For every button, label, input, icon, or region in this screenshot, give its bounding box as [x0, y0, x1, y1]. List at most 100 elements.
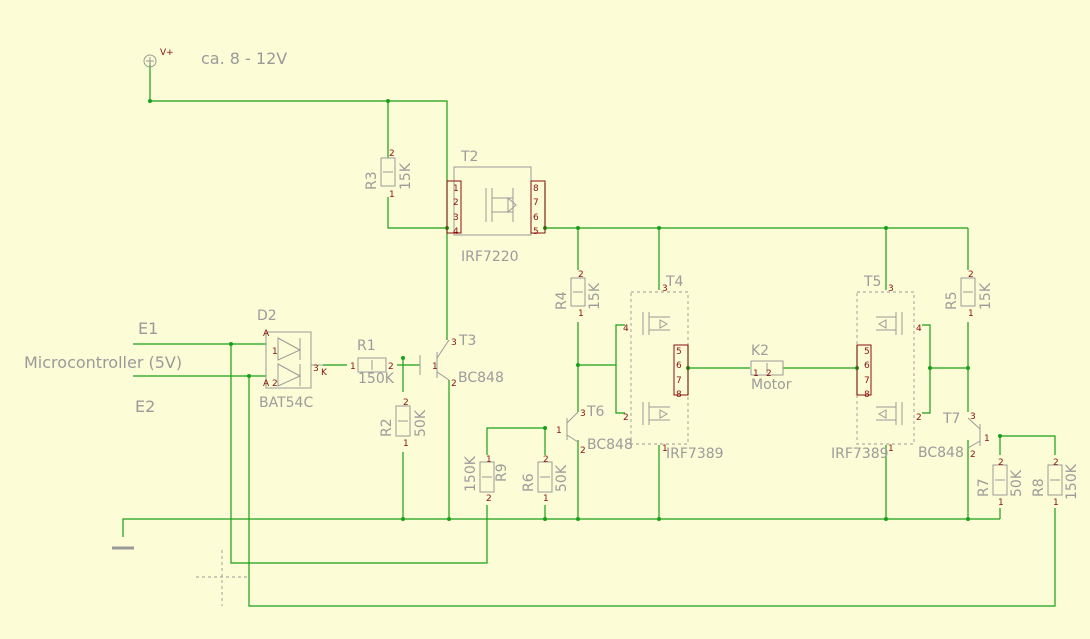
resistor-r4: 2 1 R4 15K — [554, 270, 603, 319]
t6-value: BC848 — [587, 437, 633, 453]
r7-pin-1: 1 — [998, 498, 1004, 508]
resistor-r7: 2 1 R7 50K — [976, 458, 1025, 508]
t2-pin-7: 7 — [533, 198, 539, 208]
t4-value: IRF7389 — [666, 446, 724, 462]
d2-value: BAT54C — [259, 395, 313, 411]
t2-pin-3: 3 — [453, 213, 459, 223]
transistor-t7: T7 3 1 2 BC848 — [918, 411, 990, 461]
r5-pin-2: 2 — [968, 270, 974, 280]
supply-voltage-text: ca. 8 - 12V — [201, 49, 287, 68]
d2-pin-2: 2 — [272, 379, 278, 389]
r2-value: 50K — [413, 409, 429, 437]
input-e2-label: E2 — [135, 397, 155, 416]
t3-value: BC848 — [458, 370, 504, 386]
r3-ref: R3 — [364, 171, 380, 190]
t7-pin-1: 1 — [984, 434, 990, 444]
r6-value: 50K — [554, 464, 570, 492]
r1-ref: R1 — [357, 338, 376, 354]
t5-pin-4: 4 — [916, 324, 922, 334]
r9-pin-2: 2 — [486, 494, 492, 504]
t5-pin-5: 5 — [864, 347, 870, 357]
r4-pin-1: 1 — [578, 309, 584, 319]
t4-pin-5: 5 — [676, 347, 682, 357]
r9-value: 150K — [463, 455, 479, 492]
k2-ref: K2 — [751, 343, 769, 359]
t4-pin-3: 3 — [662, 284, 668, 294]
t2-pin-5: 5 — [533, 227, 539, 237]
r1-value: 150K — [358, 371, 395, 387]
mosfet-t2: T2 1 2 3 4 8 7 6 5 IRF7220 — [446, 149, 546, 265]
t2-pin-8: 8 — [533, 184, 539, 194]
t5-pin-8: 8 — [864, 390, 870, 400]
t5-pin-3: 3 — [888, 284, 894, 294]
d2-pin-k: K — [321, 368, 328, 378]
t2-pin-6: 6 — [533, 213, 539, 223]
t5-ref: T5 — [863, 274, 881, 290]
t6-pin-2: 2 — [580, 446, 586, 456]
r5-ref: R5 — [944, 291, 960, 310]
r6-pin-1: 1 — [543, 494, 549, 504]
d2-pin-3: 3 — [313, 364, 319, 374]
t4-pin-2: 2 — [623, 413, 629, 423]
t7-value: BC848 — [918, 445, 964, 461]
mosfet-t4: T4 3 4 2 5 6 7 8 1 IRF7389 — [623, 274, 724, 462]
microcontroller-label: Microcontroller (5V) — [24, 353, 182, 372]
t2-pin-2: 2 — [453, 198, 459, 208]
r7-value: 50K — [1009, 469, 1025, 497]
mosfet-t5: T5 3 4 2 5 6 7 8 1 IRF7389 — [831, 274, 922, 462]
resistor-r9: 1 2 150K R9 — [463, 455, 510, 504]
supply-symbol: V+ — [143, 48, 174, 68]
resistor-r3: 2 1 R3 15K — [364, 149, 414, 200]
t2-pin-4: 4 — [453, 227, 459, 237]
r3-pin-1: 1 — [389, 190, 395, 200]
r8-value: 150K — [1064, 463, 1080, 500]
d2-pin-a2: A — [263, 379, 270, 389]
r3-pin-2: 2 — [389, 149, 395, 159]
input-e1-label: E1 — [138, 319, 158, 338]
t3-pin-2: 2 — [451, 379, 457, 389]
r1-pin-2: 2 — [388, 362, 394, 372]
t4-ref: T4 — [665, 274, 684, 290]
t7-pin-2: 2 — [970, 450, 976, 460]
r5-value: 15K — [978, 282, 994, 310]
junction-dots — [148, 99, 1002, 521]
t4-pin-7: 7 — [676, 376, 682, 386]
t2-ref: T2 — [460, 149, 478, 165]
t7-ref: T7 — [942, 411, 960, 427]
k2-value: Motor — [751, 377, 792, 393]
t3-pin-1: 1 — [432, 362, 438, 372]
r2-pin-1: 1 — [403, 439, 409, 449]
t5-pin-1: 1 — [888, 444, 894, 454]
r8-pin-1: 1 — [1053, 498, 1059, 508]
resistor-r1: R1 1 2 150K — [350, 338, 395, 387]
k2-pin-1: 1 — [753, 369, 759, 379]
t3-pin-3: 3 — [451, 338, 457, 348]
t7-pin-3: 3 — [970, 412, 976, 422]
diode-d2: D2 A A K 1 2 3 BAT54C — [257, 308, 328, 411]
t6-ref: T6 — [586, 404, 605, 420]
supply-symbol-label: V+ — [160, 48, 174, 58]
r6-ref: R6 — [521, 473, 537, 492]
transistor-t6: T6 3 1 2 BC848 — [556, 404, 633, 456]
resistor-r6: 2 1 R6 50K — [521, 455, 570, 504]
transistor-t3: T3 3 1 2 BC848 — [419, 333, 504, 389]
t4-pin-1: 1 — [662, 444, 668, 454]
d2-ref: D2 — [257, 308, 277, 324]
k2-pin-2: 2 — [766, 369, 772, 379]
t5-pin-7: 7 — [864, 376, 870, 386]
r5-pin-1: 1 — [968, 309, 974, 319]
t6-pin-3: 3 — [580, 409, 586, 419]
r6-pin-2: 2 — [543, 455, 549, 465]
r8-pin-2: 2 — [1053, 458, 1059, 468]
t2-pin-1: 1 — [453, 184, 459, 194]
t4-pin-8: 8 — [676, 390, 682, 400]
origin-crosshair — [196, 550, 250, 606]
t3-ref: T3 — [458, 333, 476, 349]
d2-pin-1: 1 — [272, 347, 278, 357]
r4-ref: R4 — [554, 291, 570, 310]
resistor-r8: 2 1 R8 150K — [1031, 458, 1080, 508]
r2-ref: R2 — [379, 418, 395, 437]
r8-ref: R8 — [1031, 478, 1047, 497]
resistor-r5: 2 1 R5 15K — [944, 270, 994, 319]
